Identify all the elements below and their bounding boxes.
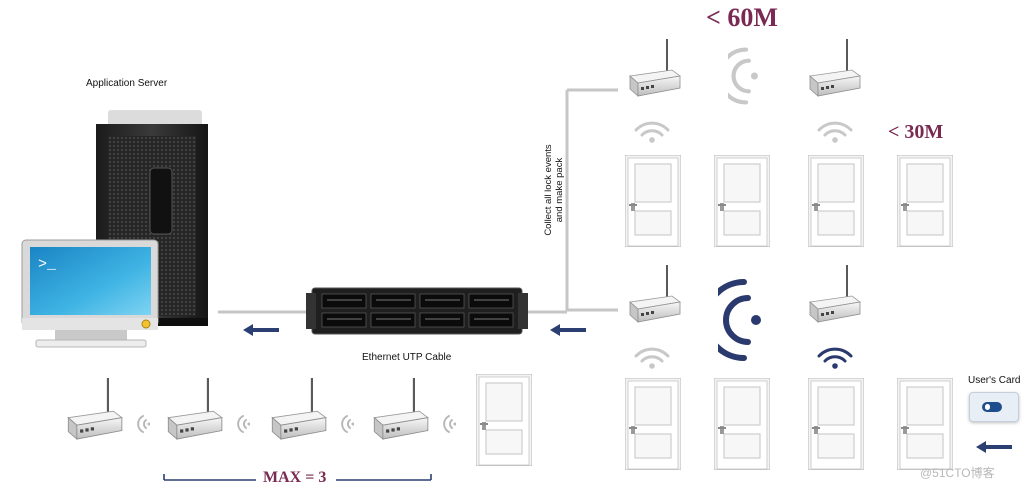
door-lock — [714, 155, 770, 247]
door-lock — [476, 374, 532, 466]
wifi-range-indicator-icon — [720, 50, 758, 103]
range-60m-label: < 60M — [706, 3, 778, 32]
users-card-icon — [969, 392, 1019, 422]
mini-wifi-icon — [341, 415, 354, 433]
access-point-device — [809, 264, 861, 323]
arrow-to-switch — [550, 324, 586, 336]
collect-events-label: Collect all lock events and make pack — [543, 144, 565, 236]
door-lock — [897, 378, 953, 470]
watermark: @51CTO博客 — [920, 466, 995, 480]
mini-wifi-icon — [237, 415, 250, 433]
terminal-prompt: >_ — [38, 256, 57, 273]
relay-device — [167, 377, 223, 440]
wifi-signal-icon — [817, 347, 853, 370]
wifi-signal-icon — [634, 347, 670, 370]
wifi-signal-icon — [817, 121, 853, 144]
mini-wifi-icon — [137, 415, 150, 433]
max-relay-label: MAX = 3 — [263, 469, 327, 486]
door-lock — [625, 378, 681, 470]
range-30m-label: < 30M — [888, 121, 944, 143]
wifi-signal-icon — [634, 121, 670, 144]
relay-device — [271, 377, 327, 440]
mini-wifi-icon — [443, 415, 456, 433]
relay-device — [67, 377, 123, 440]
door-lock — [714, 378, 770, 470]
door-lock — [625, 155, 681, 247]
arrow-card-to-door — [976, 441, 1012, 453]
users-card-label: User's Card — [968, 375, 1021, 386]
access-point-device — [809, 38, 861, 97]
arrow-to-server — [243, 324, 279, 336]
monitor — [21, 239, 159, 348]
relay-device — [373, 377, 429, 440]
door-lock — [808, 155, 864, 247]
wifi-range-indicator-icon — [706, 282, 761, 358]
cable-label: Ethernet UTP Cable — [362, 352, 452, 363]
door-lock — [897, 155, 953, 247]
lan-cable — [218, 88, 618, 314]
patch-panel-switch — [306, 287, 528, 335]
door-lock — [808, 378, 864, 470]
access-point-device — [629, 264, 681, 323]
server-label: Application Server — [86, 78, 168, 89]
max-bracket — [163, 474, 432, 481]
access-point-device — [629, 38, 681, 97]
